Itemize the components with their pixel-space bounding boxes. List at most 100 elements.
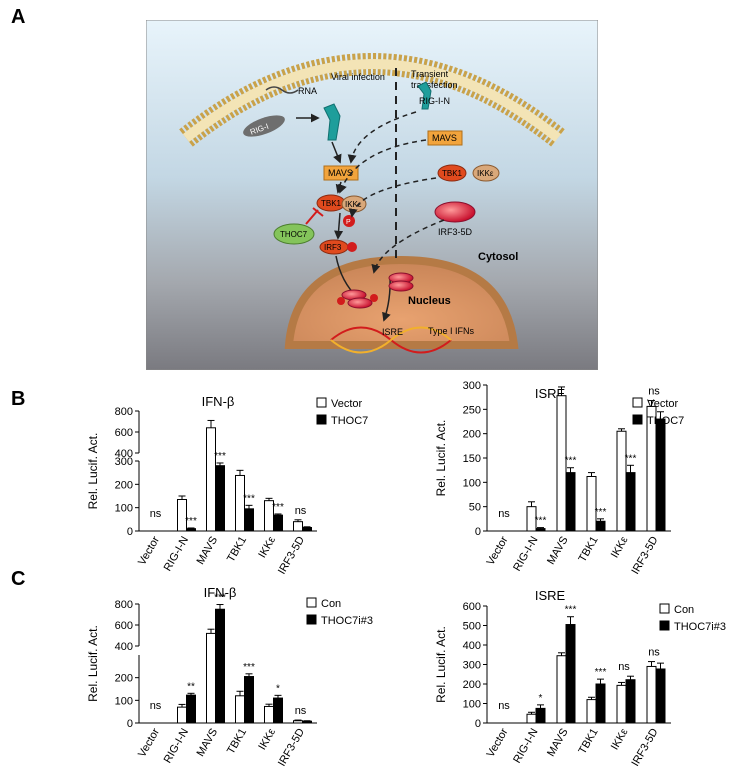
y-axis-label: Rel. Lucif. Act. <box>86 625 100 702</box>
bar-treatment <box>186 694 196 724</box>
bar-control <box>235 695 245 724</box>
category-label: RIG-I-N <box>511 726 540 765</box>
legend-swatch <box>306 597 317 608</box>
chart-title: IFN-β <box>202 394 235 409</box>
bar-control <box>206 427 216 532</box>
category-label: TBK1 <box>576 727 600 757</box>
chart-title: ISRE <box>535 588 566 603</box>
bar-treatment <box>565 624 576 724</box>
tbk1-transfected-shape <box>437 164 467 182</box>
y-axis-label: Rel. Lucif. Act. <box>434 420 448 497</box>
significance-label: ns <box>618 661 630 673</box>
phospho-dot <box>343 215 355 227</box>
y-tick-label: 0 <box>127 526 133 538</box>
significance-label: ns <box>295 705 307 717</box>
bar-treatment <box>215 608 225 724</box>
y-tick-label: 100 <box>115 503 133 515</box>
legend-label: Con <box>674 604 694 616</box>
rig-i-active-shape <box>323 103 341 141</box>
bar-treatment <box>302 527 312 532</box>
significance-label: *** <box>535 516 547 527</box>
bar-control <box>177 706 187 724</box>
legend-label: Vector <box>331 398 363 410</box>
category-label: IRF3-5D <box>276 726 307 768</box>
label-ikke-top: IKKε <box>477 169 494 178</box>
y-tick-label: 300 <box>463 660 481 672</box>
cell-membrane <box>179 53 565 147</box>
y-tick-label: 200 <box>463 429 481 441</box>
category-label: IKKε <box>256 534 278 560</box>
bar-treatment <box>655 668 666 724</box>
y-tick-label: 50 <box>469 502 481 514</box>
significance-label: *** <box>243 662 255 673</box>
label-mavs-top: MAVS <box>432 133 457 143</box>
y-tick-label: 800 <box>115 406 133 418</box>
significance-label: *** <box>595 507 607 518</box>
label-p: P <box>346 219 351 226</box>
significance-label: ns <box>498 508 510 520</box>
bar-control <box>206 632 216 724</box>
label-rig-i-n: RIG-I-N <box>419 96 450 106</box>
legend-swatch <box>632 397 643 408</box>
legend-label: Vector <box>647 398 679 410</box>
panel-label-c: C <box>11 568 26 590</box>
legend-swatch <box>659 620 670 631</box>
legend-label: Con <box>321 598 341 610</box>
label-cytosol: Cytosol <box>478 251 518 263</box>
rna-strand <box>265 86 299 94</box>
rig-i-shape <box>243 115 285 137</box>
y-tick-label: 100 <box>463 477 481 489</box>
legend-swatch <box>632 414 643 425</box>
bar-treatment <box>535 528 546 532</box>
label-ikke: IKKε <box>345 200 362 209</box>
bar-treatment <box>565 472 576 532</box>
bar-treatment <box>595 683 606 724</box>
label-transient-2: transfection <box>411 80 458 90</box>
category-label: Vector <box>485 726 511 759</box>
category-label: Vector <box>485 534 511 567</box>
label-thoc7: THOC7 <box>280 230 308 239</box>
ikke-transfected-shape <box>472 164 500 182</box>
bar-treatment <box>215 465 225 532</box>
category-label: IRF3-5D <box>629 726 660 768</box>
significance-label: * <box>539 693 543 704</box>
legend-swatch <box>316 397 327 408</box>
category-label: MAVS <box>545 535 571 567</box>
significance-label: ** <box>187 681 195 692</box>
bar-control <box>616 430 627 532</box>
significance-label: *** <box>595 667 607 678</box>
bar-treatment <box>595 520 606 532</box>
y-tick-label: 400 <box>463 640 481 652</box>
bar-control <box>526 713 537 724</box>
y-tick-label: 200 <box>115 673 133 685</box>
bar-treatment <box>535 707 546 724</box>
y-tick-label: 300 <box>463 380 481 392</box>
significance-label: *** <box>185 516 197 527</box>
thoc7-shape <box>273 223 315 245</box>
y-tick-label: 0 <box>475 718 481 730</box>
bar-control <box>293 720 303 724</box>
legend-label: THOC7 <box>647 415 684 427</box>
label-isre: ISRE <box>382 327 403 337</box>
y-tick-label: 0 <box>127 718 133 730</box>
bar-control <box>586 699 597 724</box>
y-tick-label: 600 <box>115 427 133 439</box>
bar-treatment <box>625 472 636 532</box>
irf3-phospho-dot <box>347 242 357 252</box>
category-label: MAVS <box>545 727 571 759</box>
panel-label-b: B <box>11 388 26 410</box>
legend-label: THOC7i#3 <box>674 621 726 633</box>
category-label: RIG-I-N <box>162 726 191 765</box>
legend-label: THOC7i#3 <box>321 615 373 627</box>
significance-label: *** <box>214 451 226 462</box>
category-label: MAVS <box>195 535 221 567</box>
y-tick-label: 150 <box>463 453 481 465</box>
category-label: MAVS <box>195 727 221 759</box>
category-label: TBK1 <box>576 535 600 565</box>
label-tbk1-top: TBK1 <box>442 169 463 178</box>
label-transient-1: Transient <box>411 69 449 79</box>
label-mavs: MAVS <box>328 168 353 178</box>
y-tick-label: 600 <box>115 620 133 632</box>
y-tick-label: 400 <box>115 641 133 653</box>
